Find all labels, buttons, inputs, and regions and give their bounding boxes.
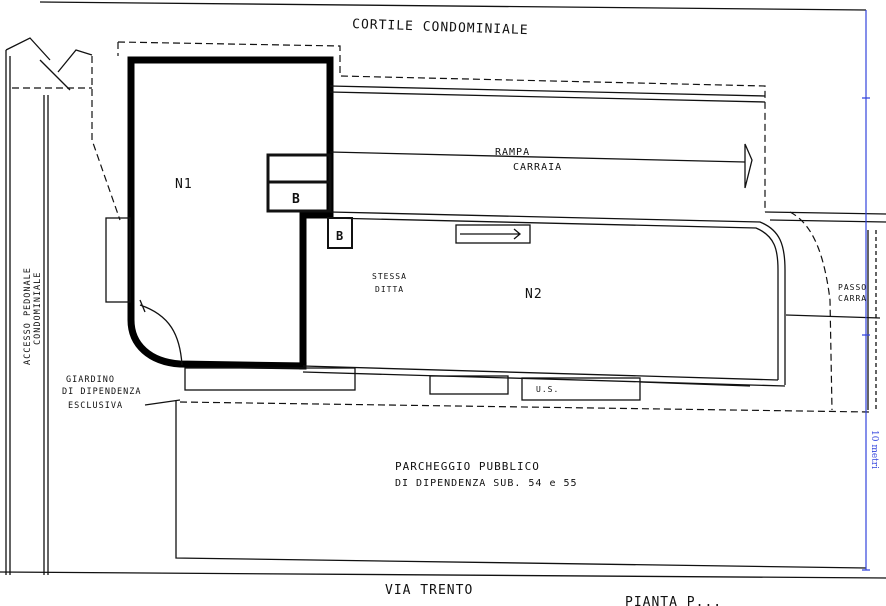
label-n1: N1	[175, 177, 193, 192]
label-passo-2: CARRA	[838, 294, 867, 303]
label-accesso-2: CONDOMINIALE	[33, 272, 43, 345]
right-edge-wall	[764, 211, 886, 215]
label-n2: N2	[525, 287, 543, 302]
label-giardino-1: GIARDINO	[66, 375, 115, 385]
n2-arrow	[455, 224, 531, 244]
label-accesso-1: ACCESSO PEDONALE	[23, 267, 33, 365]
label-giardino-3: ESCLUSIVA	[68, 401, 123, 411]
label-scale: 10 metri	[869, 430, 879, 469]
pedestrian-access-walls	[5, 37, 93, 575]
unit-n2-walls	[302, 211, 786, 387]
label-us: U.S.	[536, 385, 559, 394]
right-edge-wall-2	[769, 219, 886, 223]
giardino-leader	[144, 399, 181, 406]
garden-strip	[105, 217, 131, 303]
label-b2: B	[336, 229, 344, 243]
label-stessa-2: DITTA	[375, 285, 404, 294]
lot-perimeter	[91, 41, 871, 413]
ramp	[329, 85, 766, 189]
n1-door	[139, 299, 183, 366]
label-pianta: PIANTA P...	[625, 595, 722, 606]
label-cortile: CORTILE CONDOMINIALE	[352, 17, 529, 38]
bottom-window-marks	[184, 367, 751, 401]
driveway-marks	[785, 230, 881, 410]
label-parcheggio-2: DI DIPENDENZA SUB. 54 e 55	[395, 478, 578, 489]
label-rampa-1: RAMPA	[495, 147, 530, 158]
courtyard-boundary	[39, 1, 867, 11]
unit-n1-walls	[127, 56, 334, 370]
label-giardino-2: DI DIPENDENZA	[62, 387, 142, 397]
label-stessa-1: STESSA	[372, 272, 407, 281]
label-b1: B	[292, 192, 301, 207]
public-parking-outline	[175, 400, 867, 569]
label-parcheggio-1: PARCHEGGIO PUBBLICO	[395, 460, 540, 473]
street-line	[0, 571, 886, 579]
label-via: VIA TRENTO	[385, 583, 473, 598]
label-passo-1: PASSO	[838, 283, 867, 292]
label-rampa-2: CARRAIA	[513, 162, 562, 173]
service-block-upper	[266, 153, 332, 213]
scale-bar	[862, 10, 870, 571]
